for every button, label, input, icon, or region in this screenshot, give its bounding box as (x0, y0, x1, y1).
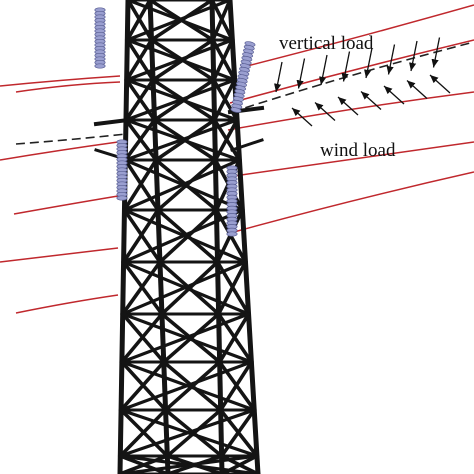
conductor-wire (246, 4, 474, 67)
vertical-load-arrow (296, 58, 306, 89)
tower-member (122, 157, 242, 213)
conductor-wire (0, 141, 119, 161)
wind-load-label: wind load (320, 140, 396, 161)
wind-load-arrow (429, 74, 451, 94)
tower-member (119, 311, 251, 365)
insulator-disc (94, 63, 106, 69)
wind-load-arrow (314, 102, 336, 121)
tower-member (119, 359, 254, 413)
vertical-load-arrows (274, 37, 441, 93)
tower-member (121, 207, 245, 265)
conductor-lines (0, 4, 474, 314)
tower-member (119, 311, 165, 365)
conductor-wire (15, 294, 119, 314)
vertical-load-arrow (386, 44, 396, 75)
wind-load-arrow (406, 80, 428, 99)
insulator-string (94, 7, 106, 69)
tower-member (117, 407, 169, 459)
tower-member (125, 0, 233, 43)
wind-load-arrow (291, 107, 313, 127)
tower-member (120, 259, 248, 317)
wind-load-arrow (360, 91, 382, 110)
vertical-load-arrow (341, 51, 351, 82)
conductor-wire (233, 171, 474, 233)
tower-member (230, 138, 264, 152)
tower-member (217, 311, 252, 365)
tower-member (93, 117, 131, 127)
conductor-wire (15, 81, 121, 93)
insulator-string (230, 41, 256, 113)
insulator-strings (94, 7, 256, 237)
vertical-load-arrow (274, 61, 283, 93)
wind-load-arrow (337, 96, 359, 116)
conductor-wire (233, 141, 474, 177)
vertical-load-label: vertical load (279, 33, 374, 54)
ground-wire (15, 41, 474, 145)
tower-member (216, 259, 248, 317)
conductor-wire (229, 39, 474, 104)
insulator-disc (230, 107, 242, 113)
tower-member (219, 407, 257, 459)
tower-member (117, 453, 170, 474)
tower-member (118, 359, 167, 413)
ground-wire-right (231, 41, 474, 113)
insulator-disc (226, 231, 238, 237)
tower-member (121, 157, 159, 213)
conductor-wire (13, 195, 119, 215)
tower-member (121, 207, 161, 265)
conductor-wire (227, 91, 474, 131)
insulator-string (116, 139, 128, 201)
vertical-load-arrow (431, 37, 441, 68)
lattice-tower (93, 0, 265, 474)
tower-member (124, 37, 235, 83)
wind-load-arrow (383, 85, 405, 105)
insulator-disc (116, 195, 128, 201)
insulator-string (226, 165, 238, 237)
tower-member (123, 77, 237, 123)
tower-member (123, 117, 240, 163)
tower-member (120, 259, 163, 317)
vertical-load-arrow (409, 40, 418, 72)
vertical-load-arrow (319, 54, 328, 86)
tower-member (118, 454, 259, 474)
ground-wire-left (15, 133, 127, 145)
conductor-wire (0, 247, 119, 263)
vertical-load-arrow (364, 47, 373, 79)
conductor-wire (0, 75, 121, 87)
tower-member (118, 407, 257, 459)
tower-member (218, 359, 254, 413)
wind-load-arrows (291, 74, 451, 127)
